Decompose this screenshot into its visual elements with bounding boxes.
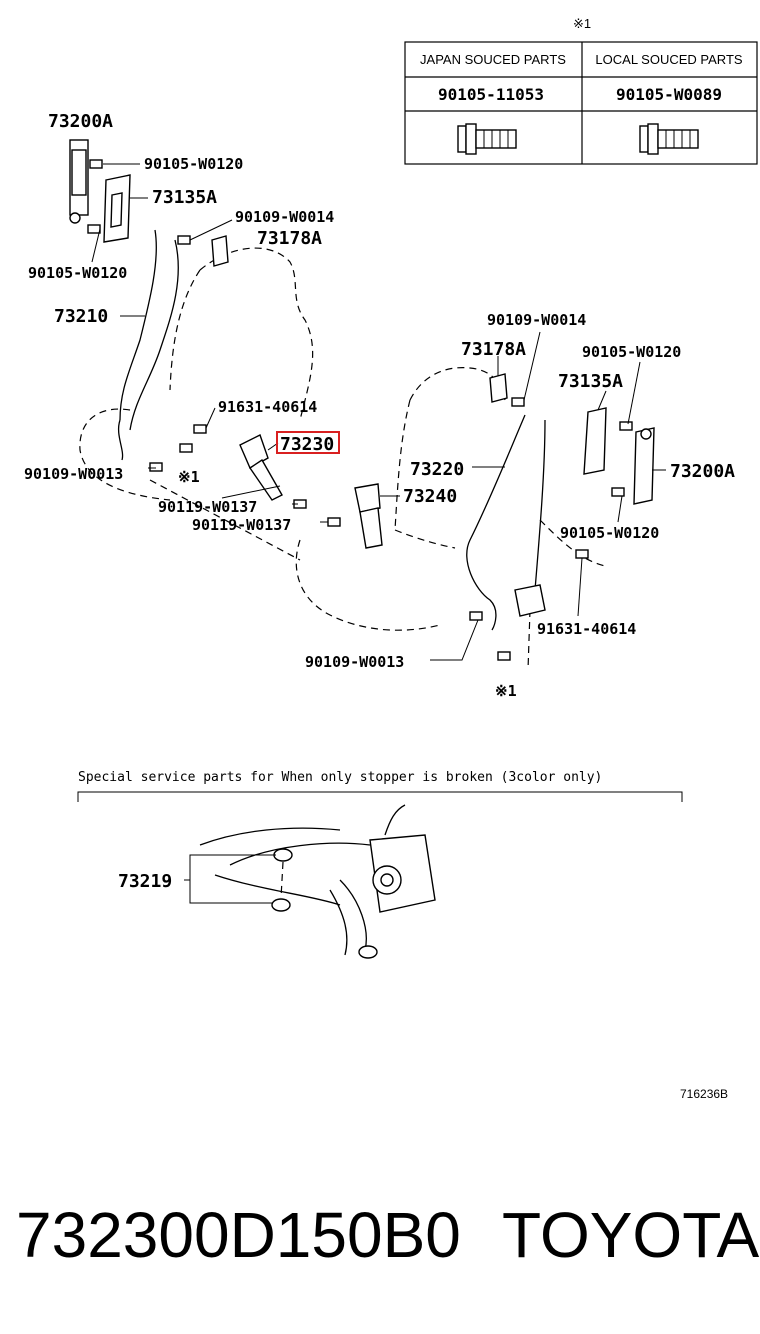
label-90119-W0137-a: 90119-W0137 bbox=[158, 498, 257, 516]
table-part-number-local: 90105-W0089 bbox=[616, 85, 722, 104]
bolt-icon bbox=[611, 487, 625, 497]
bolt-icon bbox=[497, 651, 511, 661]
guide-73178A-left bbox=[211, 235, 229, 267]
highlight-box-73230 bbox=[276, 431, 340, 454]
label-90109-W0013-left: 90109-W0013 bbox=[24, 465, 123, 483]
table-part-number-japan: 90105-11053 bbox=[438, 85, 544, 104]
label-73219: 73219 bbox=[118, 871, 172, 892]
label-73135A-left: 73135A bbox=[152, 187, 217, 208]
label-90109-W0013-right: 90109-W0013 bbox=[305, 653, 404, 671]
label-90105-W0120-left-top: 90105-W0120 bbox=[144, 155, 243, 173]
bolt-icon bbox=[149, 462, 163, 472]
label-73178A-left: 73178A bbox=[257, 228, 322, 249]
bolt-icon bbox=[87, 224, 101, 234]
label-note-mark-right: ※1 bbox=[495, 682, 517, 700]
left-seat-assembly bbox=[69, 139, 341, 561]
special-service-note: Special service parts for When only stop… bbox=[78, 770, 602, 785]
bolt-icon bbox=[469, 611, 483, 621]
bolt-icon bbox=[177, 235, 191, 245]
right-seat-assembly bbox=[295, 331, 666, 671]
bolt-icon bbox=[179, 443, 193, 453]
table-header-japan: JAPAN SOUCED PARTS bbox=[420, 52, 566, 67]
label-note-mark-left: ※1 bbox=[178, 468, 200, 486]
guide-73178A-right bbox=[489, 373, 508, 403]
bolt-icon bbox=[575, 549, 589, 559]
bolt-icon bbox=[327, 517, 341, 527]
flange-bolt-icon bbox=[457, 123, 517, 155]
bolt-icon bbox=[193, 424, 207, 434]
bolt-table: ※1 JAPAN SOUCED PARTS LOCAL SOUCED PARTS… bbox=[404, 16, 758, 165]
anchor-adjuster-73200A-left bbox=[69, 139, 89, 224]
buckle-73230 bbox=[239, 434, 283, 501]
bolt-icon bbox=[511, 397, 525, 407]
label-73200A-left: 73200A bbox=[48, 111, 113, 132]
label-90105-W0120-right-bottom: 90105-W0120 bbox=[560, 524, 659, 542]
label-73210: 73210 bbox=[54, 306, 108, 327]
footer-part-number: 732300D150B0 bbox=[16, 1199, 461, 1271]
table-header-local: LOCAL SOUCED PARTS bbox=[595, 52, 742, 67]
buckle-73240 bbox=[354, 483, 383, 549]
label-90109-W0014-right: 90109-W0014 bbox=[487, 311, 586, 329]
stopper-base-icon bbox=[271, 898, 291, 912]
figure-id: 716236B bbox=[680, 1087, 728, 1101]
label-73230: 73230 bbox=[280, 434, 334, 455]
bolt-icon bbox=[619, 421, 633, 431]
retractor-icon bbox=[514, 584, 546, 617]
cover-73135A-left bbox=[103, 174, 131, 243]
label-73178A-right: 73178A bbox=[461, 339, 526, 360]
stopper-assembly bbox=[199, 804, 436, 959]
label-73240: 73240 bbox=[403, 486, 457, 507]
stopper-cap-icon bbox=[273, 848, 293, 862]
label-90119-W0137-b: 90119-W0137 bbox=[192, 516, 291, 534]
label-90105-W0120-left-bottom: 90105-W0120 bbox=[28, 264, 127, 282]
label-91631-40614-left: 91631-40614 bbox=[218, 398, 317, 416]
bolt-icon bbox=[89, 159, 103, 169]
table-mark: ※1 bbox=[573, 16, 591, 31]
label-73220: 73220 bbox=[410, 459, 464, 480]
label-90105-W0120-right-top: 90105-W0120 bbox=[582, 343, 681, 361]
label-73200A-right: 73200A bbox=[670, 461, 735, 482]
label-90109-W0014-left: 90109-W0014 bbox=[235, 208, 334, 226]
footer-brand: TOYOTA bbox=[502, 1199, 760, 1271]
anchor-adjuster-73200A-right bbox=[633, 427, 655, 505]
label-73135A-right: 73135A bbox=[558, 371, 623, 392]
cover-73135A-right bbox=[583, 407, 607, 475]
flange-bolt-icon bbox=[639, 123, 699, 155]
label-91631-40614-right: 91631-40614 bbox=[537, 620, 636, 638]
